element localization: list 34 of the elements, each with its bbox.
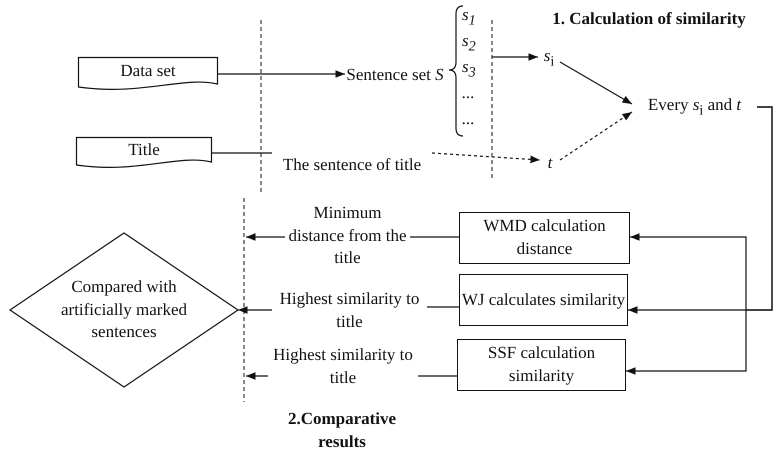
list-item: ... bbox=[462, 82, 475, 104]
arrow bbox=[560, 112, 632, 160]
process-box: WMD calculation distance bbox=[459, 212, 630, 264]
connector-line bbox=[418, 375, 457, 377]
process-box: WJ calculates similarity bbox=[459, 274, 628, 326]
process-box: SSF calculation similarity bbox=[457, 339, 626, 391]
arrow bbox=[492, 53, 538, 61]
arrow bbox=[560, 61, 632, 105]
arrow bbox=[432, 152, 540, 164]
list-item: ... bbox=[462, 108, 475, 130]
text-label: Highest similarity to title bbox=[272, 287, 427, 335]
text-label: Sentence set S bbox=[345, 53, 445, 97]
decision-diamond: Compared with artificially marked sentences bbox=[10, 233, 238, 387]
connector-line bbox=[410, 236, 459, 238]
section-heading: 2.Comparative results bbox=[286, 408, 398, 451]
arrow bbox=[246, 233, 285, 241]
list-item: s$_{3}$ bbox=[462, 56, 476, 82]
arrow bbox=[238, 306, 272, 314]
text-label: Minimum distance from the title bbox=[285, 200, 410, 272]
arrow bbox=[218, 70, 345, 78]
text-label: Every s$_{i}$ and t bbox=[632, 94, 757, 120]
arrow bbox=[246, 372, 268, 380]
text-label: The sentence of title bbox=[272, 141, 432, 189]
connector-line bbox=[212, 152, 272, 154]
text-label: t bbox=[540, 150, 560, 176]
document-shape: Data set bbox=[78, 57, 218, 92]
list-item: s$_{1}$ bbox=[462, 4, 476, 30]
arrow bbox=[626, 106, 773, 375]
list-item: s$_{2}$ bbox=[462, 30, 476, 56]
section-heading: 1. Calculation of similarity bbox=[551, 8, 747, 30]
text-label: Highest similarity to title bbox=[268, 343, 418, 391]
text-label: s$_{i}$ bbox=[538, 45, 560, 71]
connector-line bbox=[427, 306, 459, 308]
document-shape: Title bbox=[76, 137, 212, 170]
